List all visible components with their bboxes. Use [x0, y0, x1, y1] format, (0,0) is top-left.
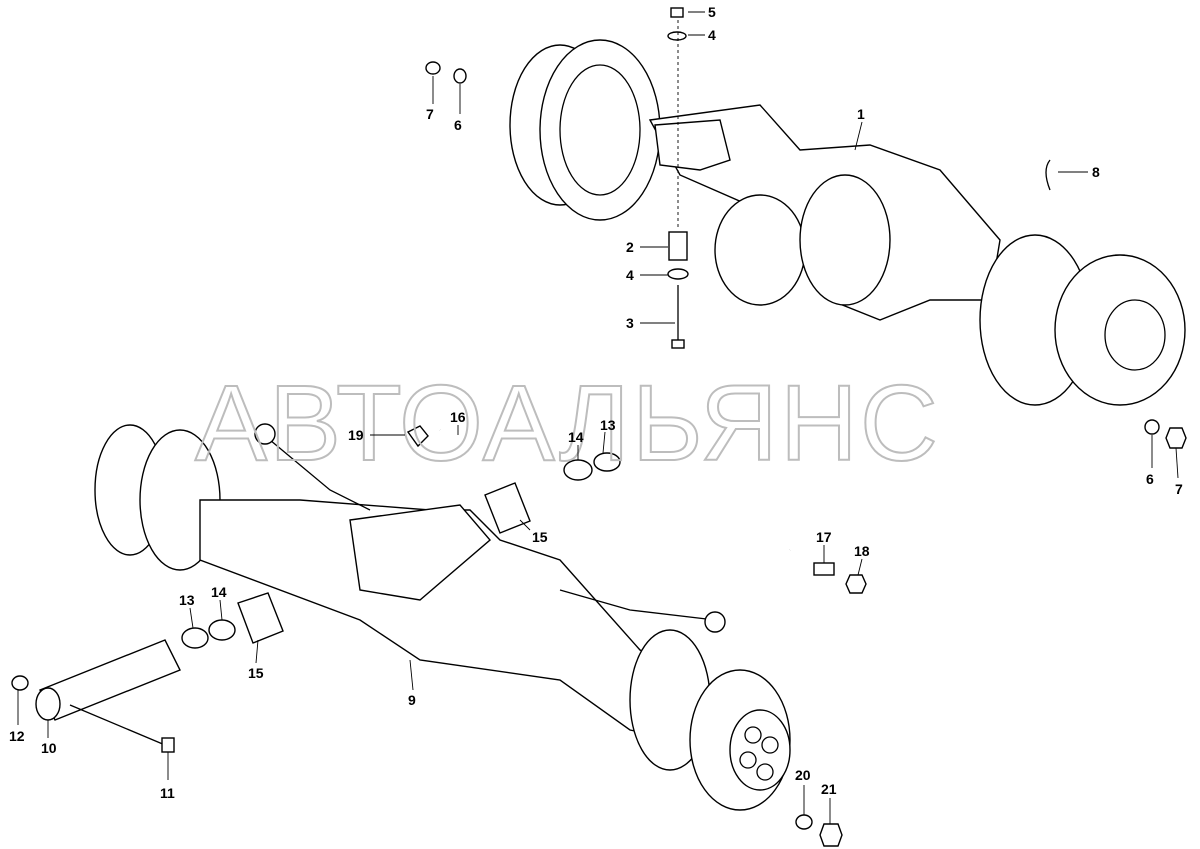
callout-7b: 7 [1175, 481, 1183, 497]
callout-11: 11 [160, 785, 175, 801]
callout-10: 10 [41, 740, 57, 756]
callout-6b: 6 [1146, 471, 1154, 487]
callout-20: 20 [795, 767, 811, 783]
front-axle-assembly [94, 423, 792, 811]
front-mount-parts [11, 425, 867, 847]
callout-8: 8 [1092, 164, 1100, 180]
callout-14b: 14 [211, 584, 227, 600]
leader-lines [17, 11, 1179, 824]
callout-14: 14 [568, 429, 584, 445]
callout-6: 6 [454, 117, 462, 133]
callout-21: 21 [821, 781, 837, 797]
callout-17: 17 [816, 529, 832, 545]
callouts: 5 4 7 6 1 8 2 4 3 6 7 19 16 14 13 15 17 … [9, 4, 1183, 801]
callout-16: 16 [450, 409, 466, 425]
callout-15: 15 [532, 529, 548, 545]
callout-5: 5 [708, 4, 716, 20]
rear-axle-assembly [509, 39, 1186, 406]
callout-13: 13 [600, 417, 616, 433]
callout-4b: 4 [626, 267, 634, 283]
callout-13b: 13 [179, 592, 195, 608]
callout-4: 4 [708, 27, 716, 43]
callout-18: 18 [854, 543, 870, 559]
callout-7: 7 [426, 106, 434, 122]
rear-mount-parts [425, 7, 1187, 449]
callout-1: 1 [857, 106, 865, 122]
callout-9: 9 [408, 692, 416, 708]
watermark-text: АВТОАЛЬЯНС [195, 362, 940, 483]
callout-2: 2 [626, 239, 634, 255]
callout-15b: 15 [248, 665, 264, 681]
callout-12: 12 [9, 728, 25, 744]
callout-19: 19 [348, 427, 364, 443]
callout-3: 3 [626, 315, 634, 331]
